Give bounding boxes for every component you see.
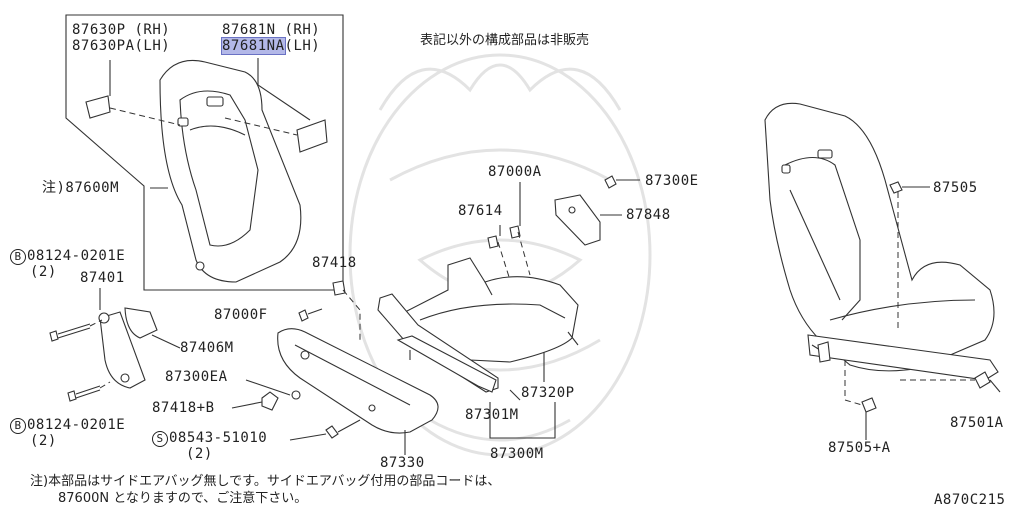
part-87406m-label: 87406M bbox=[180, 340, 234, 356]
b-circle-icon: B bbox=[10, 418, 26, 434]
side-trim-drawing bbox=[231, 280, 439, 455]
part-87418b-label: 87418+B bbox=[152, 400, 215, 416]
not-sold-notice: 表記以外の構成部品は非販売 bbox=[420, 33, 590, 48]
screw-qty: (2) bbox=[186, 446, 213, 462]
seat-cushion-drawing bbox=[377, 175, 640, 439]
bracket-part-lh: 87681NA(LH) bbox=[221, 37, 321, 55]
highlighted-part-number[interactable]: 87681NA bbox=[221, 37, 286, 55]
diagram-code: A870C215 bbox=[934, 492, 1006, 508]
part-87300ea-label: 87300EA bbox=[165, 369, 228, 385]
part-87418-label: 87418 bbox=[312, 255, 357, 271]
part-87000f-label: 87000F bbox=[214, 307, 268, 323]
s-circle-icon: S bbox=[152, 431, 168, 447]
bracket-part-rh: 87681N (RH) bbox=[222, 22, 321, 38]
part-87330-label: 87330 bbox=[380, 455, 425, 471]
part-87320p-label: 87320P bbox=[521, 385, 575, 401]
part-87301m-label: 87301M bbox=[465, 407, 519, 423]
seat-assembly-label: 注)87600M bbox=[42, 180, 120, 196]
bolt-top-qty: (2) bbox=[30, 264, 57, 280]
part-87300e-label: 87300E bbox=[645, 173, 699, 189]
part-87401-label: 87401 bbox=[80, 270, 125, 286]
inset-seat-drawing bbox=[85, 58, 328, 283]
part-87505a-label: 87505+A bbox=[828, 440, 891, 456]
seat-part-rh: 87630P (RH) bbox=[72, 22, 171, 38]
footnote-line-1: 注)本部品はサイドエアバッグ無しです。サイドエアバッグ付用の部品コードは、 bbox=[30, 474, 501, 489]
side-cover-drawing bbox=[49, 288, 181, 402]
seat-part-lh: 87630PA(LH) bbox=[72, 38, 171, 54]
inset-frame bbox=[65, 14, 344, 291]
part-87501a-label: 87501A bbox=[950, 415, 1004, 431]
bolt-bottom-qty: (2) bbox=[30, 433, 57, 449]
part-87300m-label: 87300M bbox=[490, 446, 544, 462]
part-87848-label: 87848 bbox=[626, 207, 671, 223]
part-87000a-label: 87000A bbox=[488, 164, 542, 180]
complete-seat-drawing bbox=[764, 102, 1001, 440]
b-circle-icon: B bbox=[10, 249, 26, 265]
part-87505-label: 87505 bbox=[933, 180, 978, 196]
footnote-line-2: 87600N となりますので、ご注意下さい。 bbox=[58, 491, 308, 506]
part-87614-label: 87614 bbox=[458, 203, 503, 219]
